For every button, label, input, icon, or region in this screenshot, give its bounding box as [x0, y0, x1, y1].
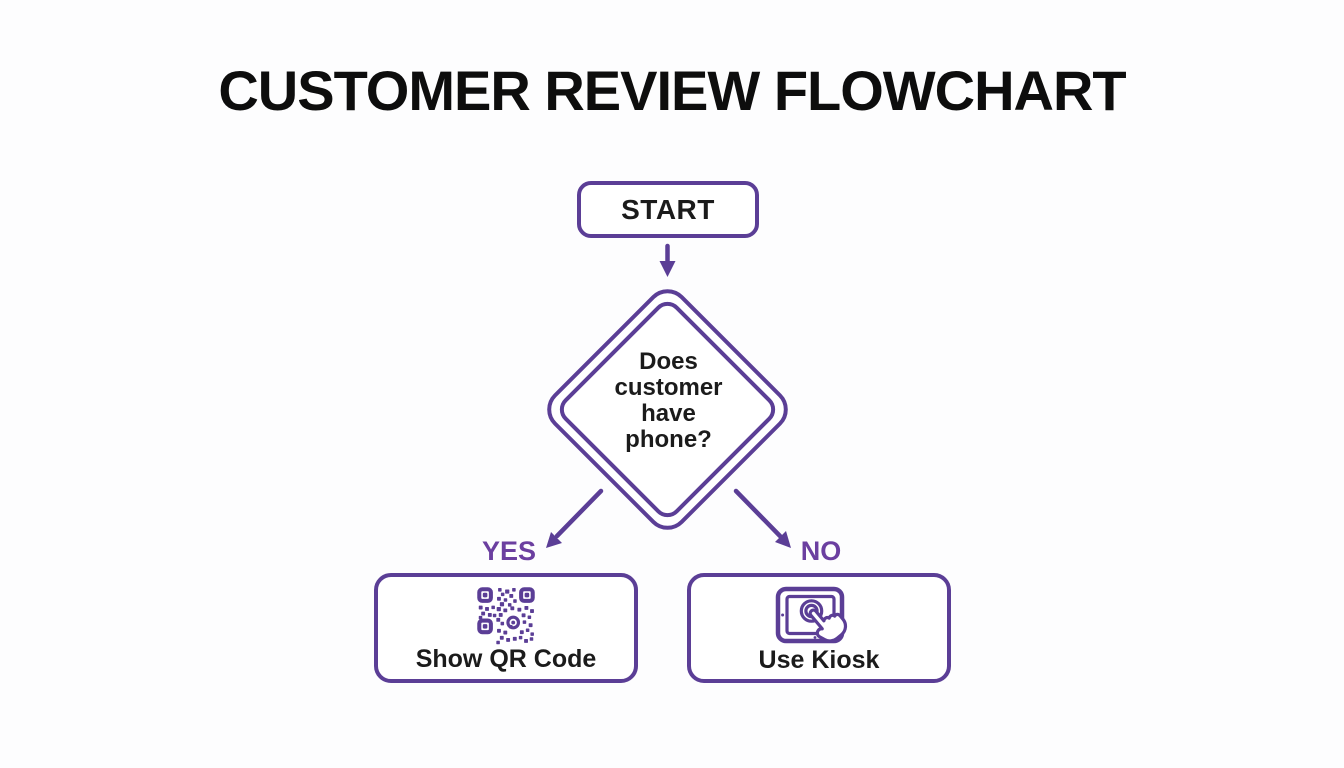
decision-question: Does customer have phone?: [614, 348, 723, 453]
kiosk-touch-icon: [775, 586, 863, 646]
outcome-node-show-qr: Show QR Code: [374, 573, 638, 683]
page-title: CUSTOMER REVIEW FLOWCHART: [218, 59, 1126, 122]
outcome-label-show-qr: Show QR Code: [415, 644, 597, 673]
branch-label-no: NO: [800, 536, 842, 566]
arrow-start-to-decision: [659, 243, 676, 277]
branch-label-yes: YES: [481, 536, 537, 566]
outcome-label-use-kiosk: Use Kiosk: [758, 645, 880, 674]
start-node: START: [577, 181, 759, 238]
qr-code-icon: [477, 586, 535, 645]
outcome-node-use-kiosk: Use Kiosk: [687, 573, 951, 683]
start-label: START: [621, 193, 715, 225]
